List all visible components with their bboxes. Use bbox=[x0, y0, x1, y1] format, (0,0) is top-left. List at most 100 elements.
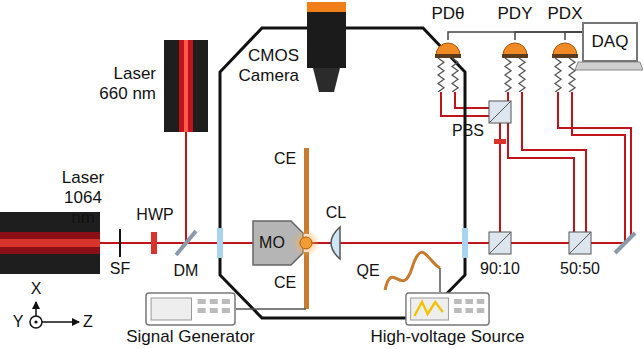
part-label: 50:50 bbox=[560, 260, 600, 278]
lead-coil bbox=[555, 58, 561, 92]
button bbox=[465, 308, 473, 313]
button bbox=[465, 299, 473, 304]
part-label: CE bbox=[274, 150, 296, 168]
laser-core bbox=[179, 40, 193, 132]
wire-line bbox=[565, 32, 582, 40]
component-label: High-voltage Source bbox=[355, 327, 540, 347]
window bbox=[217, 228, 223, 258]
beam bbox=[558, 92, 631, 238]
quench-electrode bbox=[385, 252, 440, 290]
lead-coil bbox=[452, 58, 458, 92]
detector-base bbox=[552, 54, 578, 58]
button bbox=[210, 308, 218, 313]
component-label: CMOS Camera bbox=[233, 46, 299, 86]
instrument-case bbox=[146, 293, 235, 325]
button bbox=[454, 308, 462, 313]
axis-dot bbox=[34, 320, 37, 323]
signal-wire bbox=[448, 32, 582, 40]
photodiode-symbol bbox=[550, 40, 580, 92]
collection-lens bbox=[331, 227, 340, 259]
beam-splitter bbox=[569, 232, 591, 254]
instrument-screen bbox=[411, 298, 449, 320]
camera-body bbox=[307, 12, 346, 68]
signal-wire bbox=[515, 32, 582, 40]
button bbox=[222, 308, 230, 313]
photodiode-symbol bbox=[433, 40, 463, 92]
camera-lens bbox=[313, 68, 340, 92]
photodetector: PDY bbox=[500, 40, 530, 92]
part-label: CL bbox=[326, 204, 346, 222]
signal-generator: Signal Generator bbox=[145, 292, 236, 326]
component-label: Laser 1064 nm bbox=[50, 168, 116, 228]
part-label: QE bbox=[356, 262, 379, 280]
lead-coil bbox=[569, 58, 575, 92]
beam-splitter bbox=[489, 232, 511, 254]
trap-beam bbox=[185, 132, 187, 243]
polarizing-beam-splitter bbox=[489, 101, 511, 123]
photodiode-symbol bbox=[500, 40, 530, 92]
lead-coil bbox=[438, 58, 444, 92]
photodetector: PDθ bbox=[433, 40, 463, 92]
laser-core bbox=[184, 40, 188, 132]
beam bbox=[572, 92, 625, 243]
laser: Laser 1064 nm bbox=[0, 212, 100, 274]
particle bbox=[300, 237, 312, 249]
axis-arrow bbox=[35, 302, 37, 316]
part-label: X bbox=[31, 280, 42, 298]
button bbox=[222, 299, 230, 304]
detector-base bbox=[502, 54, 528, 58]
part-label: PBS bbox=[452, 122, 484, 140]
camera-symbol bbox=[305, 0, 348, 92]
vacuum-chamber bbox=[220, 28, 465, 318]
part-label: HWP bbox=[136, 206, 173, 224]
button bbox=[198, 299, 206, 304]
axis-arrow bbox=[42, 321, 79, 323]
component-label: Signal Generator bbox=[110, 327, 271, 347]
particle-glow bbox=[292, 229, 320, 257]
camera-top bbox=[307, 2, 346, 12]
component-label: DAQ bbox=[582, 32, 638, 52]
beam bbox=[455, 92, 489, 108]
wire bbox=[236, 308, 306, 310]
spatial-filter bbox=[119, 229, 121, 257]
wire bbox=[439, 268, 441, 292]
splitter-diagonal bbox=[489, 232, 511, 254]
laser-symbol bbox=[164, 40, 208, 132]
beam bbox=[508, 92, 574, 232]
daq-screen: DAQ bbox=[582, 22, 638, 62]
beam bbox=[522, 92, 586, 232]
photodetector: PDX bbox=[550, 40, 580, 92]
electrode bbox=[304, 252, 309, 309]
instrument-case bbox=[406, 293, 489, 325]
axis-out-of-page bbox=[30, 316, 42, 328]
component-label: PDX bbox=[535, 4, 595, 24]
button bbox=[454, 299, 462, 304]
button bbox=[210, 299, 218, 304]
wire-line bbox=[515, 32, 582, 40]
part-label: Z bbox=[83, 313, 93, 331]
splitter-diagonal bbox=[569, 232, 591, 254]
instrument-symbol bbox=[405, 292, 490, 326]
half-wave-plate bbox=[151, 232, 157, 254]
detector-dome bbox=[436, 43, 460, 55]
button bbox=[198, 308, 206, 313]
component-label: PDθ bbox=[418, 4, 478, 24]
laser-core bbox=[0, 239, 100, 247]
component-label: PDY bbox=[485, 4, 545, 24]
laser-body bbox=[164, 40, 208, 132]
detector-dome bbox=[553, 43, 577, 55]
splitter-diagonal bbox=[489, 101, 511, 123]
screen-frame bbox=[583, 23, 637, 61]
detector-base bbox=[435, 54, 461, 58]
part-label: MO bbox=[259, 234, 285, 252]
voltage-symbol bbox=[414, 302, 442, 316]
button bbox=[477, 308, 485, 313]
camera: CMOS Camera bbox=[305, 0, 348, 92]
laser: Laser 660 nm bbox=[164, 40, 208, 132]
part-label: 90:10 bbox=[480, 260, 520, 278]
lead-coil bbox=[505, 58, 511, 92]
signal-wire bbox=[565, 32, 582, 40]
main-beam bbox=[100, 242, 625, 244]
wire-line bbox=[448, 32, 582, 40]
